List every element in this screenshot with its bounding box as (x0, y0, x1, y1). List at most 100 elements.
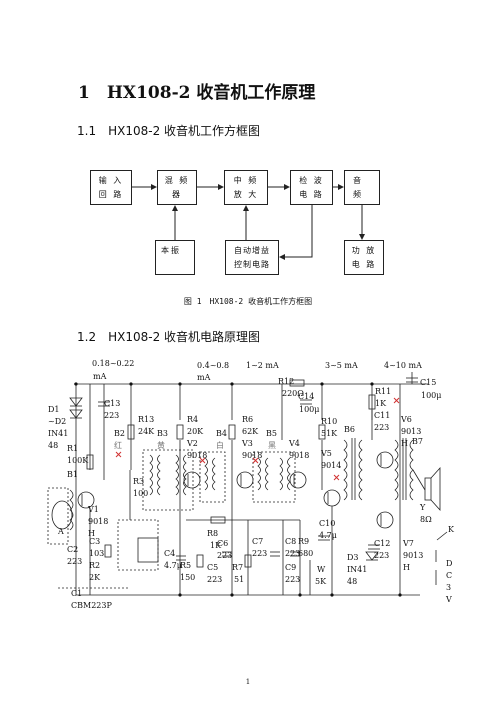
sch-label: R7 (232, 563, 243, 572)
block-detector: 检 波 电 路 (290, 170, 333, 205)
sch-label: 100K (67, 456, 89, 465)
sch-label: 220Ω (282, 389, 304, 398)
sch-label: 48 (347, 577, 357, 586)
sch-label: C11 (374, 411, 390, 420)
block-power-amplifier: 功 放 电 路 (344, 240, 384, 275)
sch-label: 9018 (242, 451, 262, 460)
page-title: 1 HX108-2 收音机工作原理 (78, 83, 316, 103)
sch-label: 48 (48, 441, 58, 450)
sch-label: B1 (67, 470, 78, 479)
sch-label: 9018 (88, 517, 108, 526)
sch-label: C5 (207, 563, 218, 572)
block-label: 控制电路 (234, 260, 270, 269)
sch-label: 100μ (421, 391, 441, 400)
block-label: 回 路 (98, 190, 124, 199)
sch-label: 3 (446, 583, 451, 592)
sch-label: C6 (217, 539, 228, 548)
sch-label: 223 (252, 549, 267, 558)
sch-label: K (448, 525, 455, 534)
block-label: 自动增益 (234, 246, 270, 255)
sch-label: 9018 (187, 451, 207, 460)
sch-label: 103 (89, 549, 104, 558)
sch-label: V6 (400, 415, 412, 424)
sch-label: 223 (67, 557, 82, 566)
sch-label: C8 (285, 537, 296, 546)
sch-label: 红 (114, 440, 122, 450)
sch-label: mA (197, 373, 211, 382)
sch-label: 1~2 mA (246, 361, 279, 370)
sch-label: C7 (252, 537, 263, 546)
sch-label: D (446, 559, 452, 568)
block-label: 本振 (161, 246, 181, 255)
sch-label: 51K (321, 429, 338, 438)
block-label: 混 频 (164, 176, 190, 185)
sch-label: 100μ (299, 405, 319, 414)
sch-label: 4.7μ (319, 531, 337, 540)
sch-label: B3 (157, 429, 168, 438)
sch-label: B2 (114, 429, 125, 438)
sch-label: 150 (180, 573, 195, 582)
sch-label: 8Ω (420, 515, 432, 524)
section-heading-schematic: 1.2 HX108-2 收音机电路原理图 (77, 330, 261, 344)
sch-label: R1 (67, 444, 78, 453)
sch-label: 9018 (289, 451, 309, 460)
sch-label: H (88, 529, 95, 538)
sch-label: 223 (374, 551, 389, 560)
sch-label: 680 (298, 549, 313, 558)
sch-label: 223 (104, 411, 119, 420)
sch-label: IN41 (48, 429, 68, 438)
sch-label: V4 (288, 439, 300, 448)
sch-label: C2 (67, 545, 78, 554)
sch-label: A (57, 527, 64, 536)
sch-label: D1 (48, 405, 60, 414)
sch-label: R4 (187, 415, 198, 424)
sch-label: V1 (87, 505, 99, 514)
sch-label: 24K (138, 427, 155, 436)
sch-label: B4 (216, 429, 227, 438)
sch-label: R11 (375, 387, 391, 396)
sch-label: V7 (402, 539, 414, 548)
block-label: 电 路 (351, 260, 377, 269)
sch-label: C (446, 571, 452, 580)
sch-label: 223 (374, 423, 389, 432)
sch-label: C12 (374, 539, 390, 548)
sch-label: D3 (347, 553, 359, 562)
sch-label: C1 (71, 589, 82, 598)
sch-label: 223 (285, 575, 300, 584)
sch-label: C15 (420, 378, 436, 387)
sch-label: 9013 (403, 551, 423, 560)
sch-label: 20K (187, 427, 204, 436)
sch-label: 1K (375, 399, 387, 408)
block-label: 中 频 (233, 176, 259, 185)
sch-label: 100 (133, 489, 148, 498)
block-label: 频 (353, 190, 363, 199)
sch-label: 白 (216, 440, 224, 450)
block-label: 输 入 (98, 176, 124, 185)
sch-label: 62K (242, 427, 259, 436)
sch-label: R3 (133, 477, 144, 486)
sch-label: 51 (234, 575, 244, 584)
block-if-amplifier: 中 频 放 大 (224, 170, 268, 205)
sch-label: R13 (138, 415, 154, 424)
sch-label: R12 (278, 377, 294, 386)
block-input-loop: 输 入 回 路 (90, 170, 132, 205)
sch-label: C3 (89, 537, 100, 546)
sch-label: V (445, 595, 452, 604)
sch-label: ~D2 (48, 417, 66, 426)
sch-label: Y (419, 503, 426, 512)
block-audio: 音 频 (344, 170, 380, 205)
sch-label: 4.7μ (164, 561, 182, 570)
sch-label: V5 (320, 449, 332, 458)
sch-label: B6 (344, 425, 355, 434)
block-label: 检 波 (299, 176, 324, 185)
sch-label: C10 (319, 519, 335, 528)
page-number: 1 (245, 678, 251, 686)
sch-label: R2 (89, 561, 100, 570)
sch-label: C14 (298, 392, 314, 401)
block-local-oscillator: 本振 (155, 240, 195, 275)
sch-label: R8 (207, 529, 218, 538)
sch-label: R6 (242, 415, 253, 424)
sch-label: B7 (412, 437, 423, 446)
block-label: 器 (172, 190, 182, 199)
